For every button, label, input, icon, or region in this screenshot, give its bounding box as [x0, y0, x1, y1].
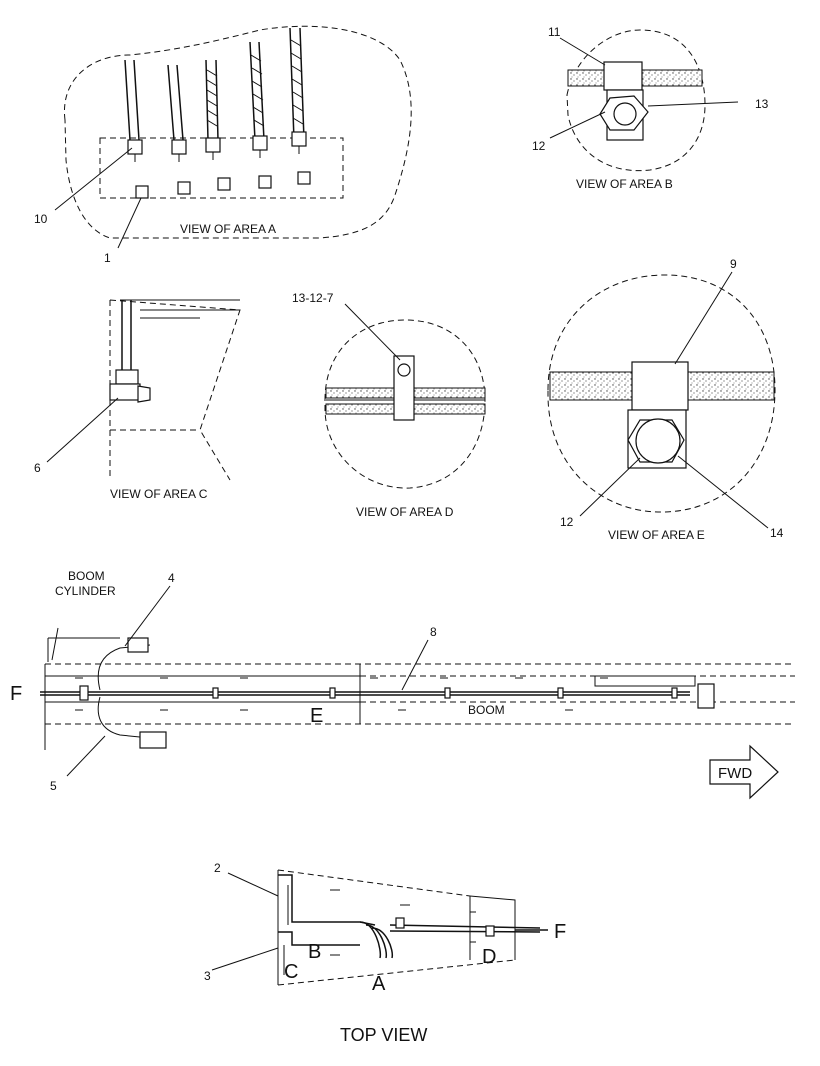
forward-arrow-icon: FWD: [709, 744, 779, 800]
callout-10: 10: [34, 212, 48, 226]
hose-fittings-lower: [135, 171, 311, 199]
view-c-caption: VIEW OF AREA C: [110, 487, 208, 501]
callout-1: 1: [104, 251, 111, 265]
marker-c: C: [284, 961, 298, 983]
hose-fittings-upper: [127, 131, 307, 162]
callout-2: 2: [214, 861, 221, 875]
view-area-e: 9 12 14 VIEW OF AREA E: [547, 257, 784, 542]
view-area-d: 13-12-7 VIEW OF AREA D: [292, 291, 486, 519]
callout-3: 3: [204, 969, 211, 983]
callout-13-12-7: 13-12-7: [292, 291, 334, 305]
boom-label: BOOM: [468, 703, 505, 717]
callout-11: 11: [548, 25, 561, 39]
view-area-a: 10 1 VIEW OF AREA A: [34, 25, 412, 265]
fwd-label: FWD: [718, 765, 752, 782]
top-view-title: TOP VIEW: [340, 1025, 427, 1045]
callout-12-b: 12: [532, 139, 546, 153]
marker-d: D: [482, 946, 496, 968]
callout-6: 6: [34, 461, 41, 475]
view-area-b: 11 13 12 VIEW OF AREA B: [532, 25, 769, 191]
callout-14: 14: [770, 526, 784, 540]
boom-cylinder-label-2: CYLINDER: [55, 584, 116, 598]
callout-12-e: 12: [560, 515, 574, 529]
callout-4: 4: [168, 571, 175, 585]
marker-f-top: F: [554, 921, 566, 943]
view-b-caption: VIEW OF AREA B: [576, 177, 673, 191]
marker-a: A: [372, 973, 386, 995]
marker-b: B: [308, 941, 321, 963]
callout-13: 13: [755, 97, 769, 111]
marker-e: E: [310, 705, 323, 727]
view-a-caption: VIEW OF AREA A: [180, 222, 276, 236]
view-d-caption: VIEW OF AREA D: [356, 505, 454, 519]
callout-5: 5: [50, 779, 57, 793]
callout-8: 8: [430, 625, 437, 639]
callout-9: 9: [730, 257, 737, 271]
boom-side-view: 4 5 8 BOOM CYLINDER BOOM F E: [10, 569, 795, 793]
view-area-c: 6 VIEW OF AREA C: [34, 299, 241, 501]
top-view: 2 3 A B C D F TOP VIEW: [204, 861, 566, 1045]
boom-cylinder-label-1: BOOM: [68, 569, 105, 583]
marker-f-side: F: [10, 683, 22, 705]
hydraulic-hoses: [124, 27, 305, 141]
view-e-caption: VIEW OF AREA E: [608, 528, 705, 542]
